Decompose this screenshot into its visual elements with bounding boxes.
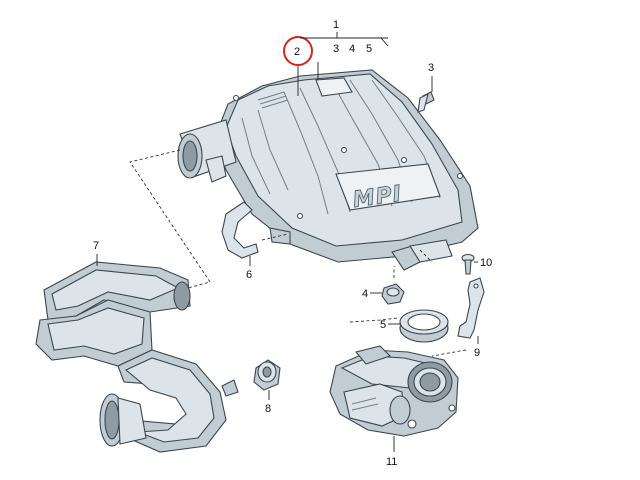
callout-10: 10 xyxy=(480,257,492,269)
callout-7: 7 xyxy=(93,240,99,252)
callout-9: 9 xyxy=(474,347,480,359)
nut-part-4 xyxy=(381,283,405,305)
callout-5-bracket: 5 xyxy=(366,43,372,55)
callout-4-nut: 4 xyxy=(362,288,368,300)
air-inlet-neck xyxy=(177,119,237,183)
air-filter-housing: MPI xyxy=(213,69,479,271)
screw-part-3 xyxy=(417,91,435,113)
callout-5-seal: 5 xyxy=(380,319,386,331)
connector-part-8 xyxy=(253,359,281,391)
throttle-body-part-11 xyxy=(329,345,459,437)
breather-hose-part-6 xyxy=(221,201,259,259)
seal-ring-part-5 xyxy=(399,309,449,343)
callout-4-bracket: 4 xyxy=(349,43,355,55)
callout-8: 8 xyxy=(265,403,271,415)
callout-3-bracket: 3 xyxy=(333,43,339,55)
callout-3-screw: 3 xyxy=(428,62,434,74)
highlight-circle xyxy=(283,36,313,66)
callout-11: 11 xyxy=(386,456,397,468)
screw-part-10 xyxy=(461,253,475,275)
bracket-part-9 xyxy=(457,277,485,339)
intake-hose-part-7 xyxy=(35,261,239,453)
mpi-emboss-text: MPI xyxy=(351,182,403,214)
callout-2: 2 xyxy=(294,46,300,58)
callout-1: 1 xyxy=(333,19,339,31)
callout-6: 6 xyxy=(246,269,252,281)
